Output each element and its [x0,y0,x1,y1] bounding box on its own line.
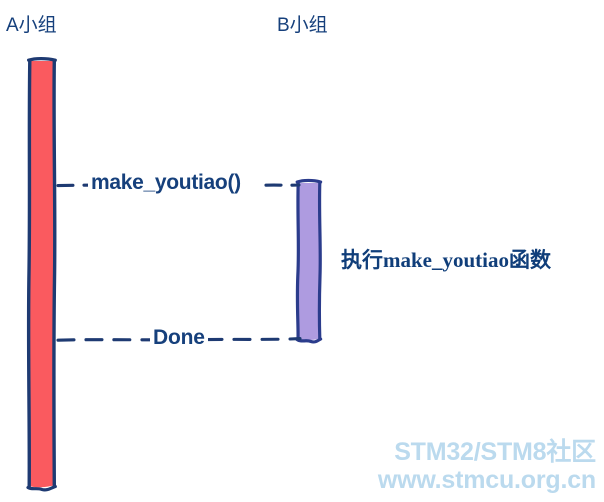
note-execute-make-youtiao: 执行make_youtiao函数 [341,248,551,272]
return-line-right [204,337,302,342]
bar-a-top-edge [27,57,57,62]
participant-label-b: B小组 [277,15,328,36]
bar-a-fill [29,61,55,488]
participant-label-a: A小组 [6,15,57,36]
watermark-line-2: www.stmcu.org.cn [377,466,596,494]
watermark: STM32/STM8社区 www.stmcu.org.cn [378,438,596,494]
activation-bar-a [22,54,70,498]
bar-b-fill [297,183,320,341]
bar-a-left-edge [26,58,32,489]
bar-a-right-edge [52,59,57,488]
bar-b-right-edge [317,180,322,341]
bar-b-top-edge [295,178,323,184]
watermark-line-1: STM32/STM8社区 [394,438,596,466]
bar-b-bottom-edge [295,337,323,344]
message-label-make-youtiao: make_youtiao() [88,172,244,193]
activation-bar-b [292,176,332,348]
message-label-done: Done [150,327,208,348]
bar-b-left-edge [295,180,301,342]
bar-a-bottom-edge [26,484,57,492]
